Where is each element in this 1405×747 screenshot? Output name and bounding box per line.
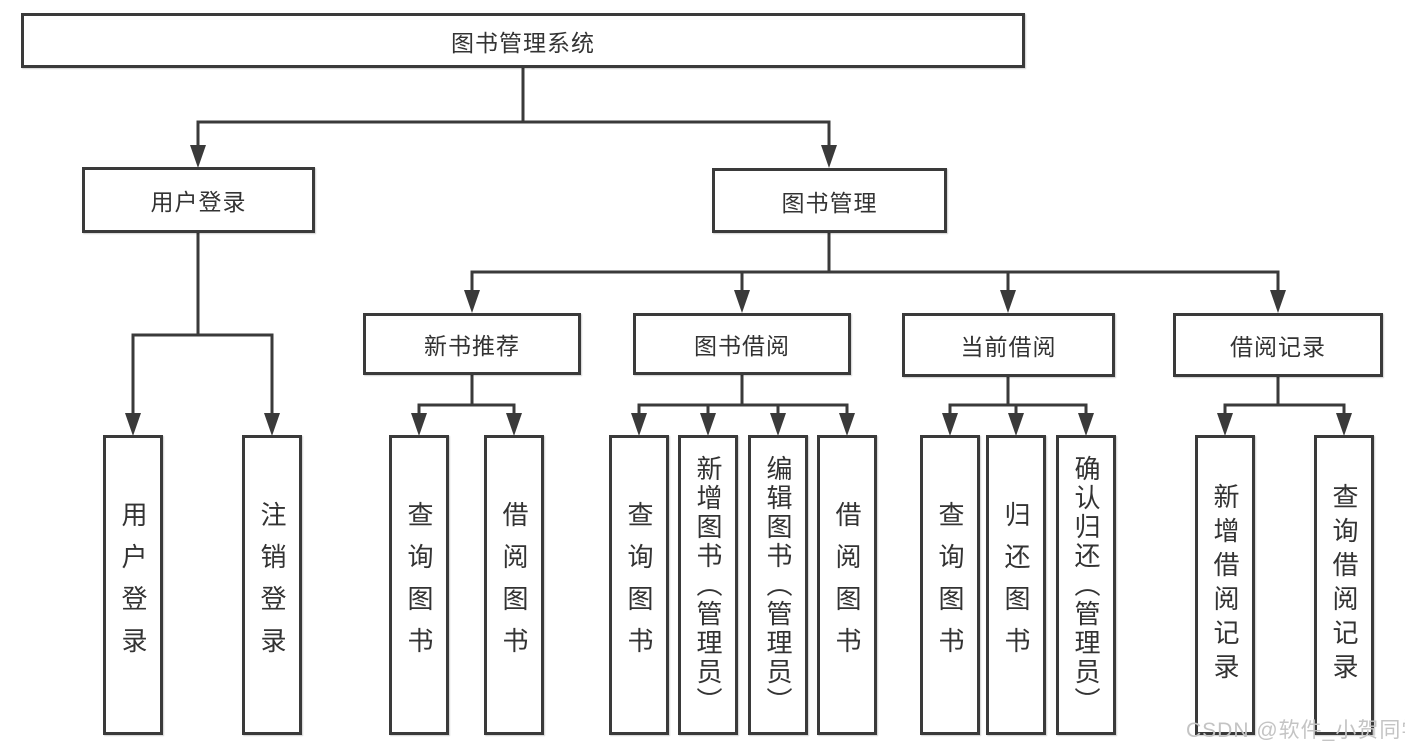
node-new-book-recommend-label: 新书推荐 [424, 333, 520, 359]
leaf-newbook-query-book: 查询图书 [389, 435, 449, 735]
connector-root-to-level2 [190, 68, 837, 168]
node-book-borrow: 图书借阅 [633, 313, 851, 375]
node-book-management-label: 图书管理 [781, 189, 878, 216]
connector-book-management-to-level3 [464, 233, 1286, 313]
leaf-current-query-book: 查询图书 [920, 435, 980, 735]
leaf-user-login-label: 用户登录 [118, 501, 148, 669]
node-root-label: 图书管理系统 [451, 29, 595, 56]
connector-borrow-records-children [1217, 377, 1352, 436]
leaf-current-return-book: 归还图书 [986, 435, 1046, 735]
leaf-borrow-query-book-label: 查询图书 [624, 501, 654, 669]
node-borrow-records: 借阅记录 [1173, 313, 1383, 377]
leaf-logout: 注销登录 [242, 435, 302, 735]
leaf-records-query-record-label: 查询借阅记录 [1329, 483, 1359, 687]
leaf-newbook-query-book-label: 查询图书 [404, 501, 434, 669]
node-borrow-records-label: 借阅记录 [1230, 334, 1326, 360]
leaf-borrow-edit-book-admin-label: 编辑图书（管理员） [763, 454, 793, 716]
leaf-borrow-add-book-admin: 新增图书（管理员） [678, 435, 738, 735]
node-user-login-label: 用户登录 [150, 189, 247, 215]
node-current-borrow: 当前借阅 [902, 313, 1115, 377]
connector-book-borrow-children [631, 375, 855, 436]
leaf-records-add-record-label: 新增借阅记录 [1210, 483, 1240, 687]
leaf-newbook-borrow-book-label: 借阅图书 [499, 501, 529, 669]
node-book-borrow-label: 图书借阅 [694, 333, 790, 359]
leaf-borrow-query-book: 查询图书 [609, 435, 669, 735]
leaf-newbook-borrow-book: 借阅图书 [484, 435, 544, 735]
node-user-login: 用户登录 [82, 167, 315, 233]
node-new-book-recommend: 新书推荐 [363, 313, 581, 375]
leaf-current-return-book-label: 归还图书 [1001, 501, 1031, 669]
leaf-borrow-add-book-admin-label: 新增图书（管理员） [693, 454, 723, 716]
leaf-user-login: 用户登录 [103, 435, 163, 735]
leaf-borrow-borrow-book: 借阅图书 [817, 435, 877, 735]
node-book-management: 图书管理 [712, 168, 947, 233]
node-current-borrow-label: 当前借阅 [960, 334, 1057, 360]
connector-user-login-children [125, 233, 280, 436]
leaf-current-query-book-label: 查询图书 [935, 501, 965, 669]
connector-current-borrow-children [942, 377, 1094, 436]
leaf-logout-label: 注销登录 [257, 501, 287, 669]
connector-new-book-children [411, 375, 522, 436]
node-root-library-system: 图书管理系统 [21, 13, 1025, 68]
leaf-records-query-record: 查询借阅记录 [1314, 435, 1374, 735]
leaf-current-confirm-return-admin: 确认归还（管理员） [1056, 435, 1116, 735]
leaf-borrow-edit-book-admin: 编辑图书（管理员） [748, 435, 808, 735]
leaf-records-add-record: 新增借阅记录 [1195, 435, 1255, 735]
leaf-borrow-borrow-book-label: 借阅图书 [832, 501, 862, 669]
leaf-current-confirm-return-admin-label: 确认归还（管理员） [1071, 454, 1101, 716]
csdn-watermark: CSDN @软件_小贺同学 [1186, 719, 1405, 742]
